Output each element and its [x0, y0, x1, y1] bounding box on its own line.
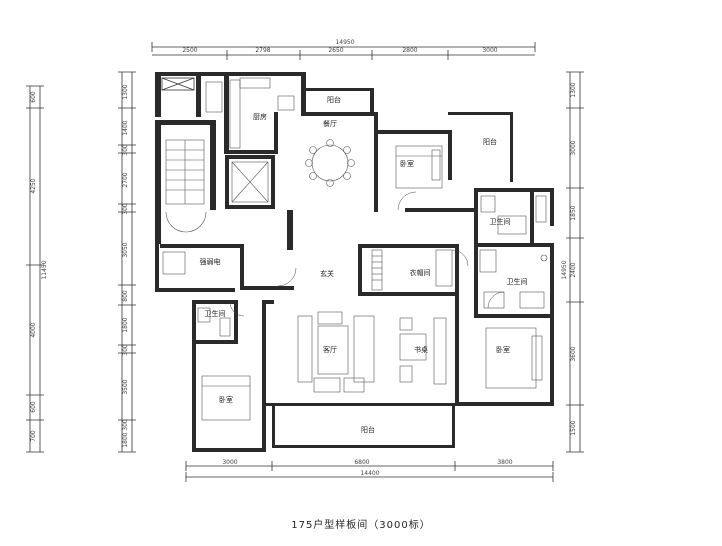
- dim-top-seg-3: 2650: [328, 47, 343, 54]
- right-dimensions: 1300 3000 1850 2400 3600 1500 14950: [561, 71, 584, 453]
- label-kitchen: 厨房: [253, 112, 267, 121]
- dim-right-2: 3000: [570, 140, 577, 155]
- dim-left-9: 300: [122, 344, 129, 356]
- fixtures: [161, 77, 548, 421]
- dim-top-total: 14950: [335, 39, 354, 46]
- dim-outer-3: 4000: [30, 322, 37, 337]
- label-dining: 餐厅: [323, 119, 337, 128]
- dim-left-4: 2700: [122, 172, 129, 187]
- dim-left-11: 300: [122, 419, 129, 431]
- dim-bottom-seg-3: 3800: [497, 459, 512, 466]
- dim-left-10: 3500: [122, 379, 129, 394]
- dim-left-8: 1800: [122, 317, 129, 332]
- room-labels: 阳台 厨房 餐厅 卧室 阳台 强弱电 玄关 衣帽间 卫生间 卫生间 卫生间 客厅…: [200, 95, 528, 434]
- dim-bottom-seg-1: 3000: [222, 459, 237, 466]
- walls: [155, 72, 554, 452]
- dim-left-7: 800: [122, 290, 129, 302]
- dining-table-icon: [305, 139, 355, 187]
- label-foyer: 玄关: [320, 269, 334, 278]
- sofa-icon: [297, 311, 375, 393]
- label-bath-ne-small: 卫生间: [490, 217, 511, 226]
- dim-right-3: 1850: [570, 205, 577, 220]
- label-bath-w: 卫生间: [205, 309, 226, 318]
- label-balcony-ne: 阳台: [483, 137, 497, 146]
- dim-outer-5: 700: [30, 430, 37, 442]
- left-inner-dimensions: 1300 1400 300 2700 300 3050 800 1800 300…: [118, 71, 136, 453]
- dim-top-seg-4: 2800: [402, 47, 417, 54]
- dim-bottom-seg-2: 6800: [354, 459, 369, 466]
- label-weak-current: 强弱电: [200, 257, 221, 266]
- label-study: 书桌: [414, 345, 428, 354]
- dim-outer-total: 11450: [41, 260, 48, 279]
- dim-top-seg-5: 3000: [482, 47, 497, 54]
- label-bedroom-ne: 卧室: [400, 159, 414, 168]
- dim-outer-2: 4250: [30, 178, 37, 193]
- label-balcony-top: 阳台: [327, 95, 341, 104]
- label-cloakroom: 衣帽间: [410, 268, 431, 277]
- dim-left-12: 1800: [122, 432, 129, 447]
- drawing-caption: 175户型样板间（3000标）: [291, 520, 431, 531]
- label-bedroom-e: 卧室: [496, 345, 510, 354]
- bed-icon: [395, 145, 443, 189]
- dim-bottom-total: 14400: [360, 470, 379, 477]
- dim-top-seg-1: 2500: [182, 47, 197, 54]
- dim-right-5: 3600: [570, 346, 577, 361]
- dim-outer-1: 600: [30, 91, 37, 103]
- dim-left-2: 1400: [122, 120, 129, 135]
- dim-right-total: 14950: [561, 260, 568, 279]
- dim-top-seg-2: 2798: [255, 47, 270, 54]
- dim-left-6: 3050: [122, 242, 129, 257]
- bottom-dimensions: 3000 6800 3800 14400: [185, 459, 554, 482]
- dim-left-3: 300: [122, 144, 129, 156]
- label-bedroom-sw: 卧室: [219, 395, 233, 404]
- label-living: 客厅: [323, 345, 337, 354]
- label-balcony-bottom: 阳台: [361, 425, 375, 434]
- dim-left-1: 1300: [122, 84, 129, 99]
- dim-left-5: 300: [122, 203, 129, 215]
- dim-right-1: 1300: [570, 82, 577, 97]
- dim-right-4: 2400: [570, 262, 577, 277]
- dim-right-6: 1500: [570, 420, 577, 435]
- top-dimensions: 14950 2500 2798 2650 2800 3000: [151, 39, 536, 60]
- dim-outer-4: 600: [30, 401, 37, 413]
- label-bath-e: 卫生间: [507, 277, 528, 286]
- left-outer-dimensions: 600 4250 4000 600 700 11450: [26, 85, 48, 453]
